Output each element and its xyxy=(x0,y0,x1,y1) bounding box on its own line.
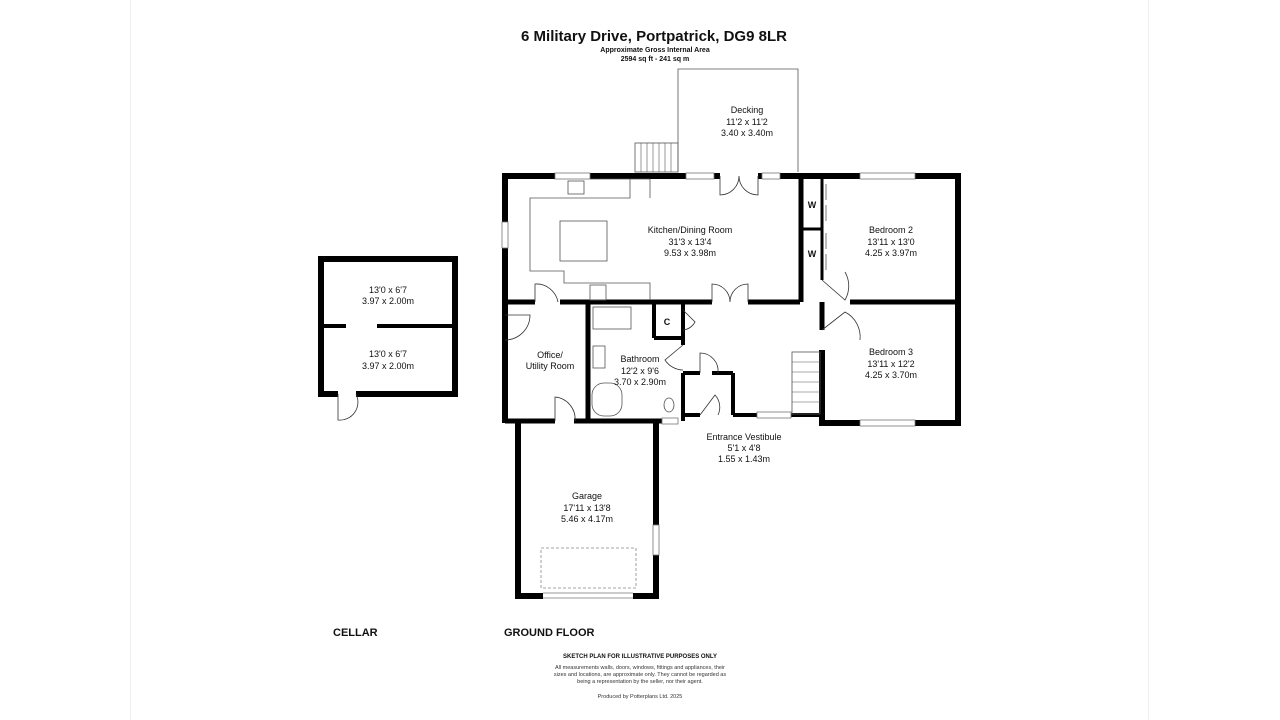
disclaimer-line-2: sizes and locations, are approximate onl… xyxy=(554,672,726,678)
disclaimer-heading: SKETCH PLAN FOR ILLUSTRATIVE PURPOSES ON… xyxy=(563,654,717,660)
bedroom2-name: Bedroom 2 xyxy=(869,225,913,235)
bathroom-name: Bathroom xyxy=(620,354,659,364)
decking-metric: 3.40 x 3.40m xyxy=(721,128,773,138)
office-name-line1: Office/ xyxy=(537,350,563,360)
area-label: Approximate Gross Internal Area xyxy=(600,47,710,54)
office-name-line2: Utility Room xyxy=(526,361,575,371)
cupboard-marker: C xyxy=(664,317,671,327)
bedroom2-metric: 4.25 x 3.97m xyxy=(865,248,917,258)
cellar-room-2-imperial: 13'0 x 6'7 xyxy=(369,349,407,359)
cellar-room-1-imperial: 13'0 x 6'7 xyxy=(369,285,407,295)
kitchen-metric: 9.53 x 3.98m xyxy=(664,248,716,258)
page-edge-right xyxy=(1148,0,1149,720)
credit-line: Produced by Potterplans Ltd. 2025 xyxy=(598,694,683,700)
disclaimer-line-3: being a representation by the seller, no… xyxy=(577,679,703,685)
ground-floor-plan xyxy=(501,172,961,600)
decking-name: Decking xyxy=(731,105,764,115)
cellar-room-1-metric: 3.97 x 2.00m xyxy=(362,296,414,306)
garage-name: Garage xyxy=(572,491,602,501)
garage-metric: 5.46 x 4.17m xyxy=(561,514,613,524)
bedroom3-imperial: 13'11 x 12'2 xyxy=(867,359,914,369)
vestibule-name: Entrance Vestibule xyxy=(706,432,781,442)
bathroom-imperial: 12'2 x 9'6 xyxy=(621,366,659,376)
bedroom2-imperial: 13'11 x 13'0 xyxy=(867,237,914,247)
garage-imperial: 17'11 x 13'8 xyxy=(563,503,610,513)
decking-plan xyxy=(634,68,799,173)
bedroom3-name: Bedroom 3 xyxy=(869,347,913,357)
kitchen-imperial: 31'3 x 13'4 xyxy=(669,237,712,247)
disclaimer-line-1: All measurements walls, doors, windows, … xyxy=(555,665,725,671)
plan-title: 6 Military Drive, Portpatrick, DG9 8LR xyxy=(521,28,787,45)
bathroom-metric: 3.70 x 2.90m xyxy=(614,377,666,387)
kitchen-name: Kitchen/Dining Room xyxy=(648,225,733,235)
cellar-room-2-metric: 3.97 x 2.00m xyxy=(362,361,414,371)
vestibule-metric: 1.55 x 1.43m xyxy=(718,454,770,464)
cellar-plan xyxy=(318,256,458,421)
vestibule-imperial: 5'1 x 4'8 xyxy=(728,443,761,453)
wardrobe-marker-1: W xyxy=(808,200,817,210)
decking-imperial: 11'2 x 11'2 xyxy=(726,117,768,127)
cellar-label: CELLAR xyxy=(333,627,378,639)
area-value: 2594 sq ft - 241 sq m xyxy=(621,56,689,63)
wardrobe-marker-2: W xyxy=(808,249,817,259)
ground-floor-label: GROUND FLOOR xyxy=(504,627,594,639)
page-edge-left xyxy=(130,0,131,720)
bedroom3-metric: 4.25 x 3.70m xyxy=(865,370,917,380)
